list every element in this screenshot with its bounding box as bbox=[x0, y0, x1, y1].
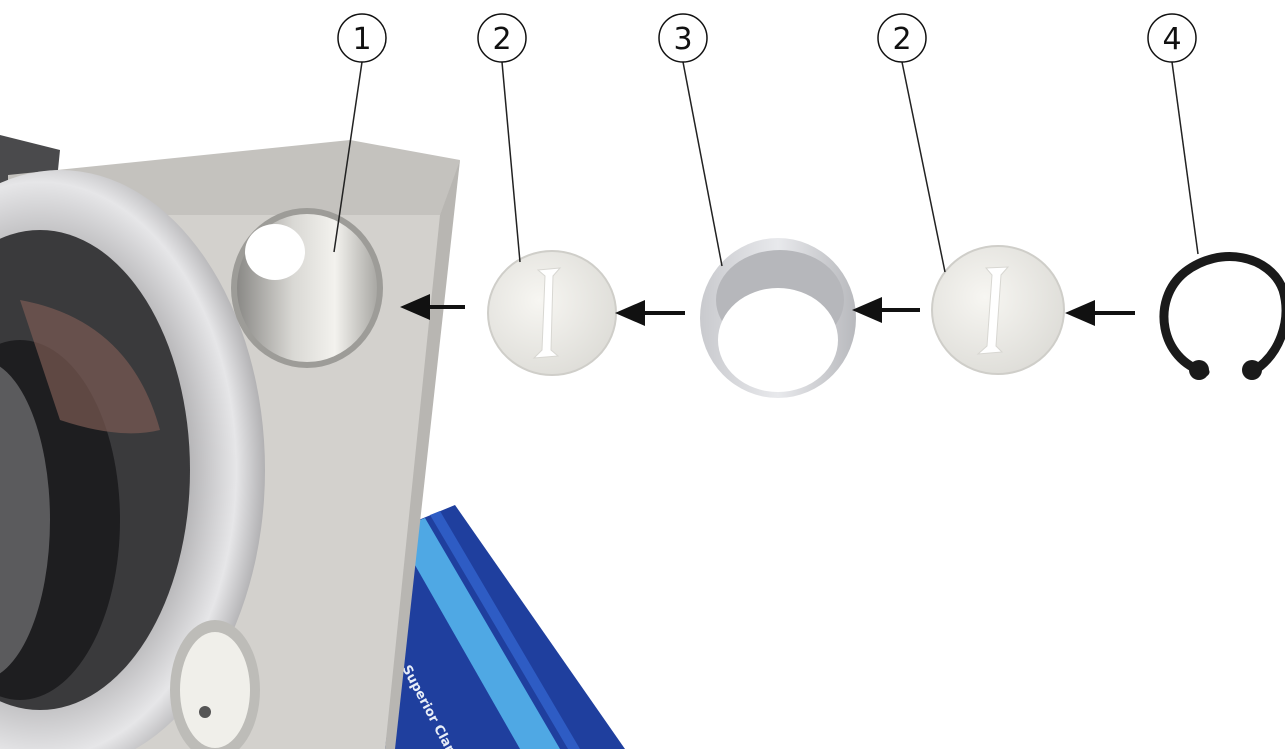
arrow-left-icon bbox=[1065, 300, 1135, 326]
callout-4: 4 bbox=[1147, 13, 1197, 63]
chrome-disk bbox=[0, 170, 265, 749]
arrow-left-icon bbox=[400, 294, 465, 320]
bore-hole bbox=[231, 208, 383, 368]
arrow-left-icon bbox=[615, 300, 685, 326]
retaining-ring bbox=[1159, 252, 1285, 380]
callout-1: 1 bbox=[337, 13, 387, 63]
callout-label: 3 bbox=[673, 22, 692, 57]
assembly-arrows bbox=[400, 294, 1135, 326]
callout-label: 4 bbox=[1162, 22, 1181, 57]
callout-leaders bbox=[333, 61, 1199, 273]
cap-seal-right bbox=[931, 245, 1065, 375]
callout-label: 2 bbox=[492, 22, 511, 57]
sleeve bbox=[700, 238, 856, 398]
cap-seal-left bbox=[487, 250, 617, 376]
callout-2b: 2 bbox=[877, 13, 927, 63]
callout-label: 2 bbox=[892, 22, 911, 57]
callout-3: 3 bbox=[658, 13, 708, 63]
arrow-left-icon bbox=[852, 297, 920, 323]
callout-label: 1 bbox=[352, 22, 371, 57]
gauge bbox=[170, 620, 260, 749]
callout-2: 2 bbox=[477, 13, 527, 63]
